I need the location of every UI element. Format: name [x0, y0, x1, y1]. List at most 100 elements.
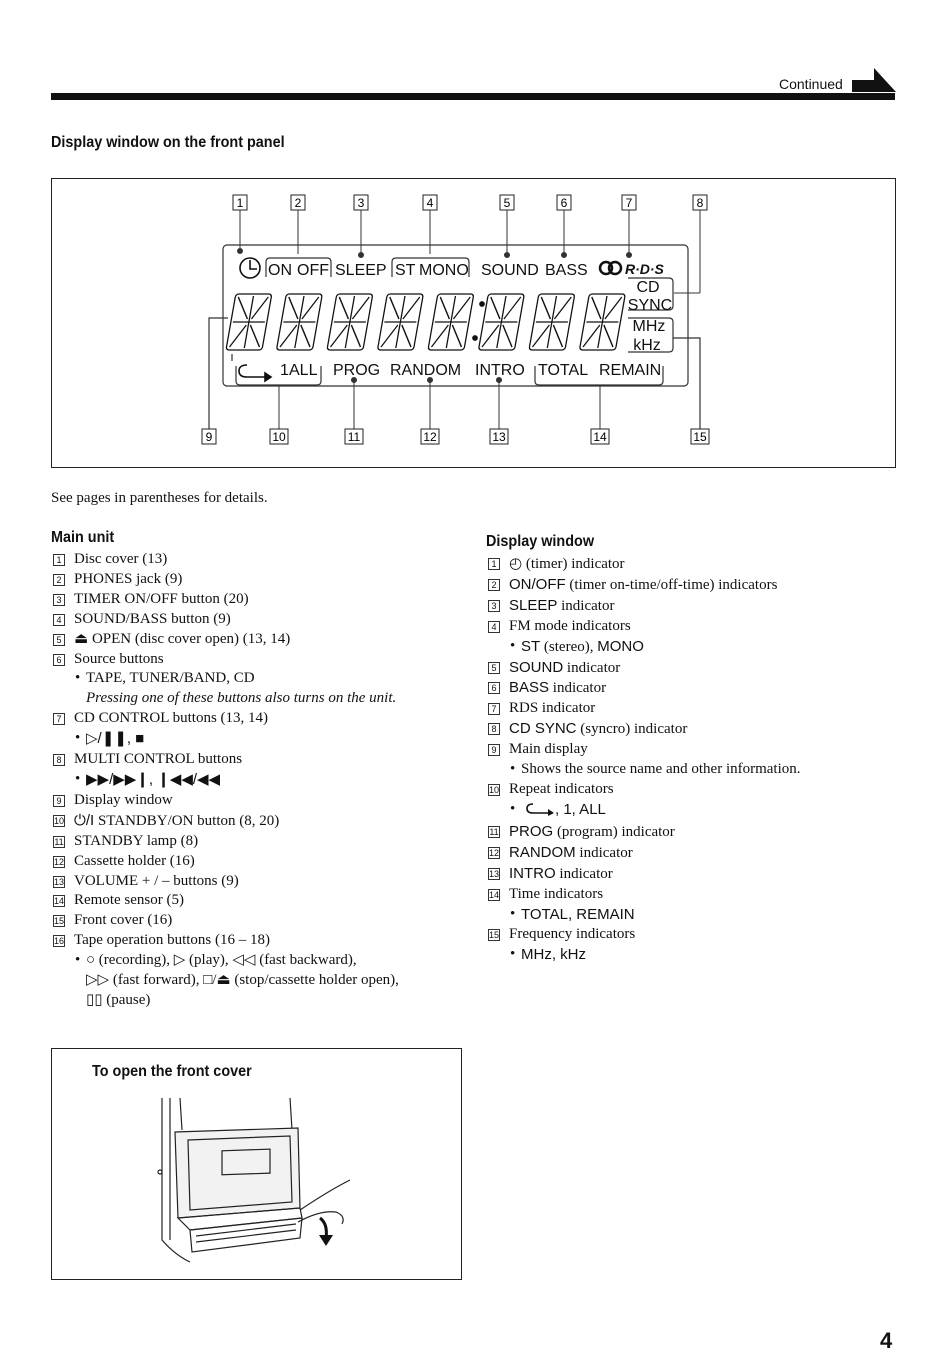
lcd-intro: INTRO	[475, 362, 525, 379]
lcd-khz: kHz	[633, 337, 661, 354]
power-icon: ⏻/I	[74, 811, 95, 829]
svg-text:14: 14	[593, 430, 607, 444]
digit-colon-bottom	[472, 335, 478, 341]
lcd-off: OFF	[297, 262, 329, 279]
svg-text:1: 1	[237, 196, 244, 210]
top-callouts: 1 2 3 4 5 6 7 8	[232, 194, 708, 211]
front-cover-box	[51, 1048, 462, 1280]
callout-13: 13	[489, 428, 509, 445]
list-subitem: •▷/❚❚, ■	[75, 730, 145, 748]
svg-text:8: 8	[697, 196, 704, 210]
repeat-icon	[238, 364, 273, 383]
digit-8	[579, 293, 626, 351]
list-subitem-cont: ▯▯ (pause)	[86, 991, 151, 1008]
skip-icons: ▶▶/▶▶❙, ❙◀◀/◀◀	[86, 770, 221, 788]
section-title: Display window on the front panel	[51, 134, 285, 151]
list-subitem: •MHz, kHz	[510, 946, 586, 964]
svg-text:12: 12	[423, 430, 437, 444]
lcd-outline	[222, 244, 689, 387]
front-cover-title: To open the front cover	[92, 1063, 252, 1080]
callout-2: 2	[290, 194, 306, 211]
callout-8: 8	[692, 194, 708, 211]
digit-7	[528, 293, 576, 351]
list-item: 1◴ (timer) indicator	[486, 554, 906, 575]
callout-9: 9	[201, 428, 217, 445]
list-subitem: •TAPE, TUNER/BAND, CD	[75, 670, 255, 687]
callout-11: 11	[344, 428, 364, 445]
callout-15: 15	[690, 428, 710, 445]
list-subitem: •TOTAL, REMAIN	[510, 905, 635, 923]
display-diagram-frame	[51, 178, 896, 468]
callout-14: 14	[590, 428, 610, 445]
svg-text:7: 7	[626, 196, 633, 210]
svg-text:R·D·S: R·D·S	[625, 261, 665, 277]
list-item: 10⏻/I STANDBY/ON button (8, 20)	[53, 811, 280, 829]
digit-colon-top	[479, 301, 485, 307]
list-subitem: •▶▶/▶▶❙, ❙◀◀/◀◀	[75, 770, 221, 788]
svg-text:6: 6	[561, 196, 568, 210]
list-item: 5⏏ OPEN (disc cover open) (13, 14)	[51, 630, 461, 650]
bottom-callouts: 9 10 11 12 13 14 15	[201, 428, 710, 445]
lcd-sound: SOUND	[481, 262, 539, 279]
lcd-st: ST	[395, 262, 416, 279]
callout-12: 12	[420, 428, 440, 445]
svg-text:9: 9	[206, 430, 213, 444]
main-unit-heading: Main unit	[51, 529, 115, 546]
timer-icon: ◴	[509, 555, 523, 572]
lcd-sleep: SLEEP	[335, 262, 387, 279]
digit-1	[225, 293, 273, 351]
lcd-sync: SYNC	[628, 297, 672, 314]
svg-text:2: 2	[295, 196, 302, 210]
list-subitem: • , 1, ALL	[510, 800, 606, 818]
main-display-digits	[225, 293, 626, 351]
callout-1: 1	[232, 194, 248, 211]
lcd-1: 1	[280, 362, 289, 379]
digit-6	[478, 293, 525, 351]
front-cover-illustration	[157, 1097, 351, 1263]
arrow-down-icon	[319, 1216, 333, 1246]
display-window-diagram: 1 2 3 4 5 6 7 8 ON OFF	[201, 194, 710, 445]
list-subitem: •ST (stereo), MONO	[510, 637, 644, 655]
timer-icon	[239, 257, 261, 279]
continued-label: Continued	[779, 76, 843, 92]
lcd-random: RANDOM	[390, 362, 461, 379]
callout-6: 6	[556, 194, 572, 211]
lcd-prog: PROG	[333, 362, 380, 379]
svg-text:15: 15	[693, 430, 707, 444]
callout-5: 5	[499, 194, 515, 211]
callout-10: 10	[269, 428, 289, 445]
eject-icon: ⏏	[74, 630, 89, 647]
svg-text:13: 13	[492, 430, 506, 444]
see-pages-note: See pages in parentheses for details.	[51, 490, 268, 506]
play-pause-stop-icons: ▷/❚❚, ■	[86, 730, 145, 748]
digit-5	[427, 293, 475, 351]
digit-4	[377, 293, 424, 351]
callout-7: 7	[621, 194, 637, 211]
display-window-heading: Display window	[486, 533, 595, 550]
svg-text:3: 3	[358, 196, 365, 210]
